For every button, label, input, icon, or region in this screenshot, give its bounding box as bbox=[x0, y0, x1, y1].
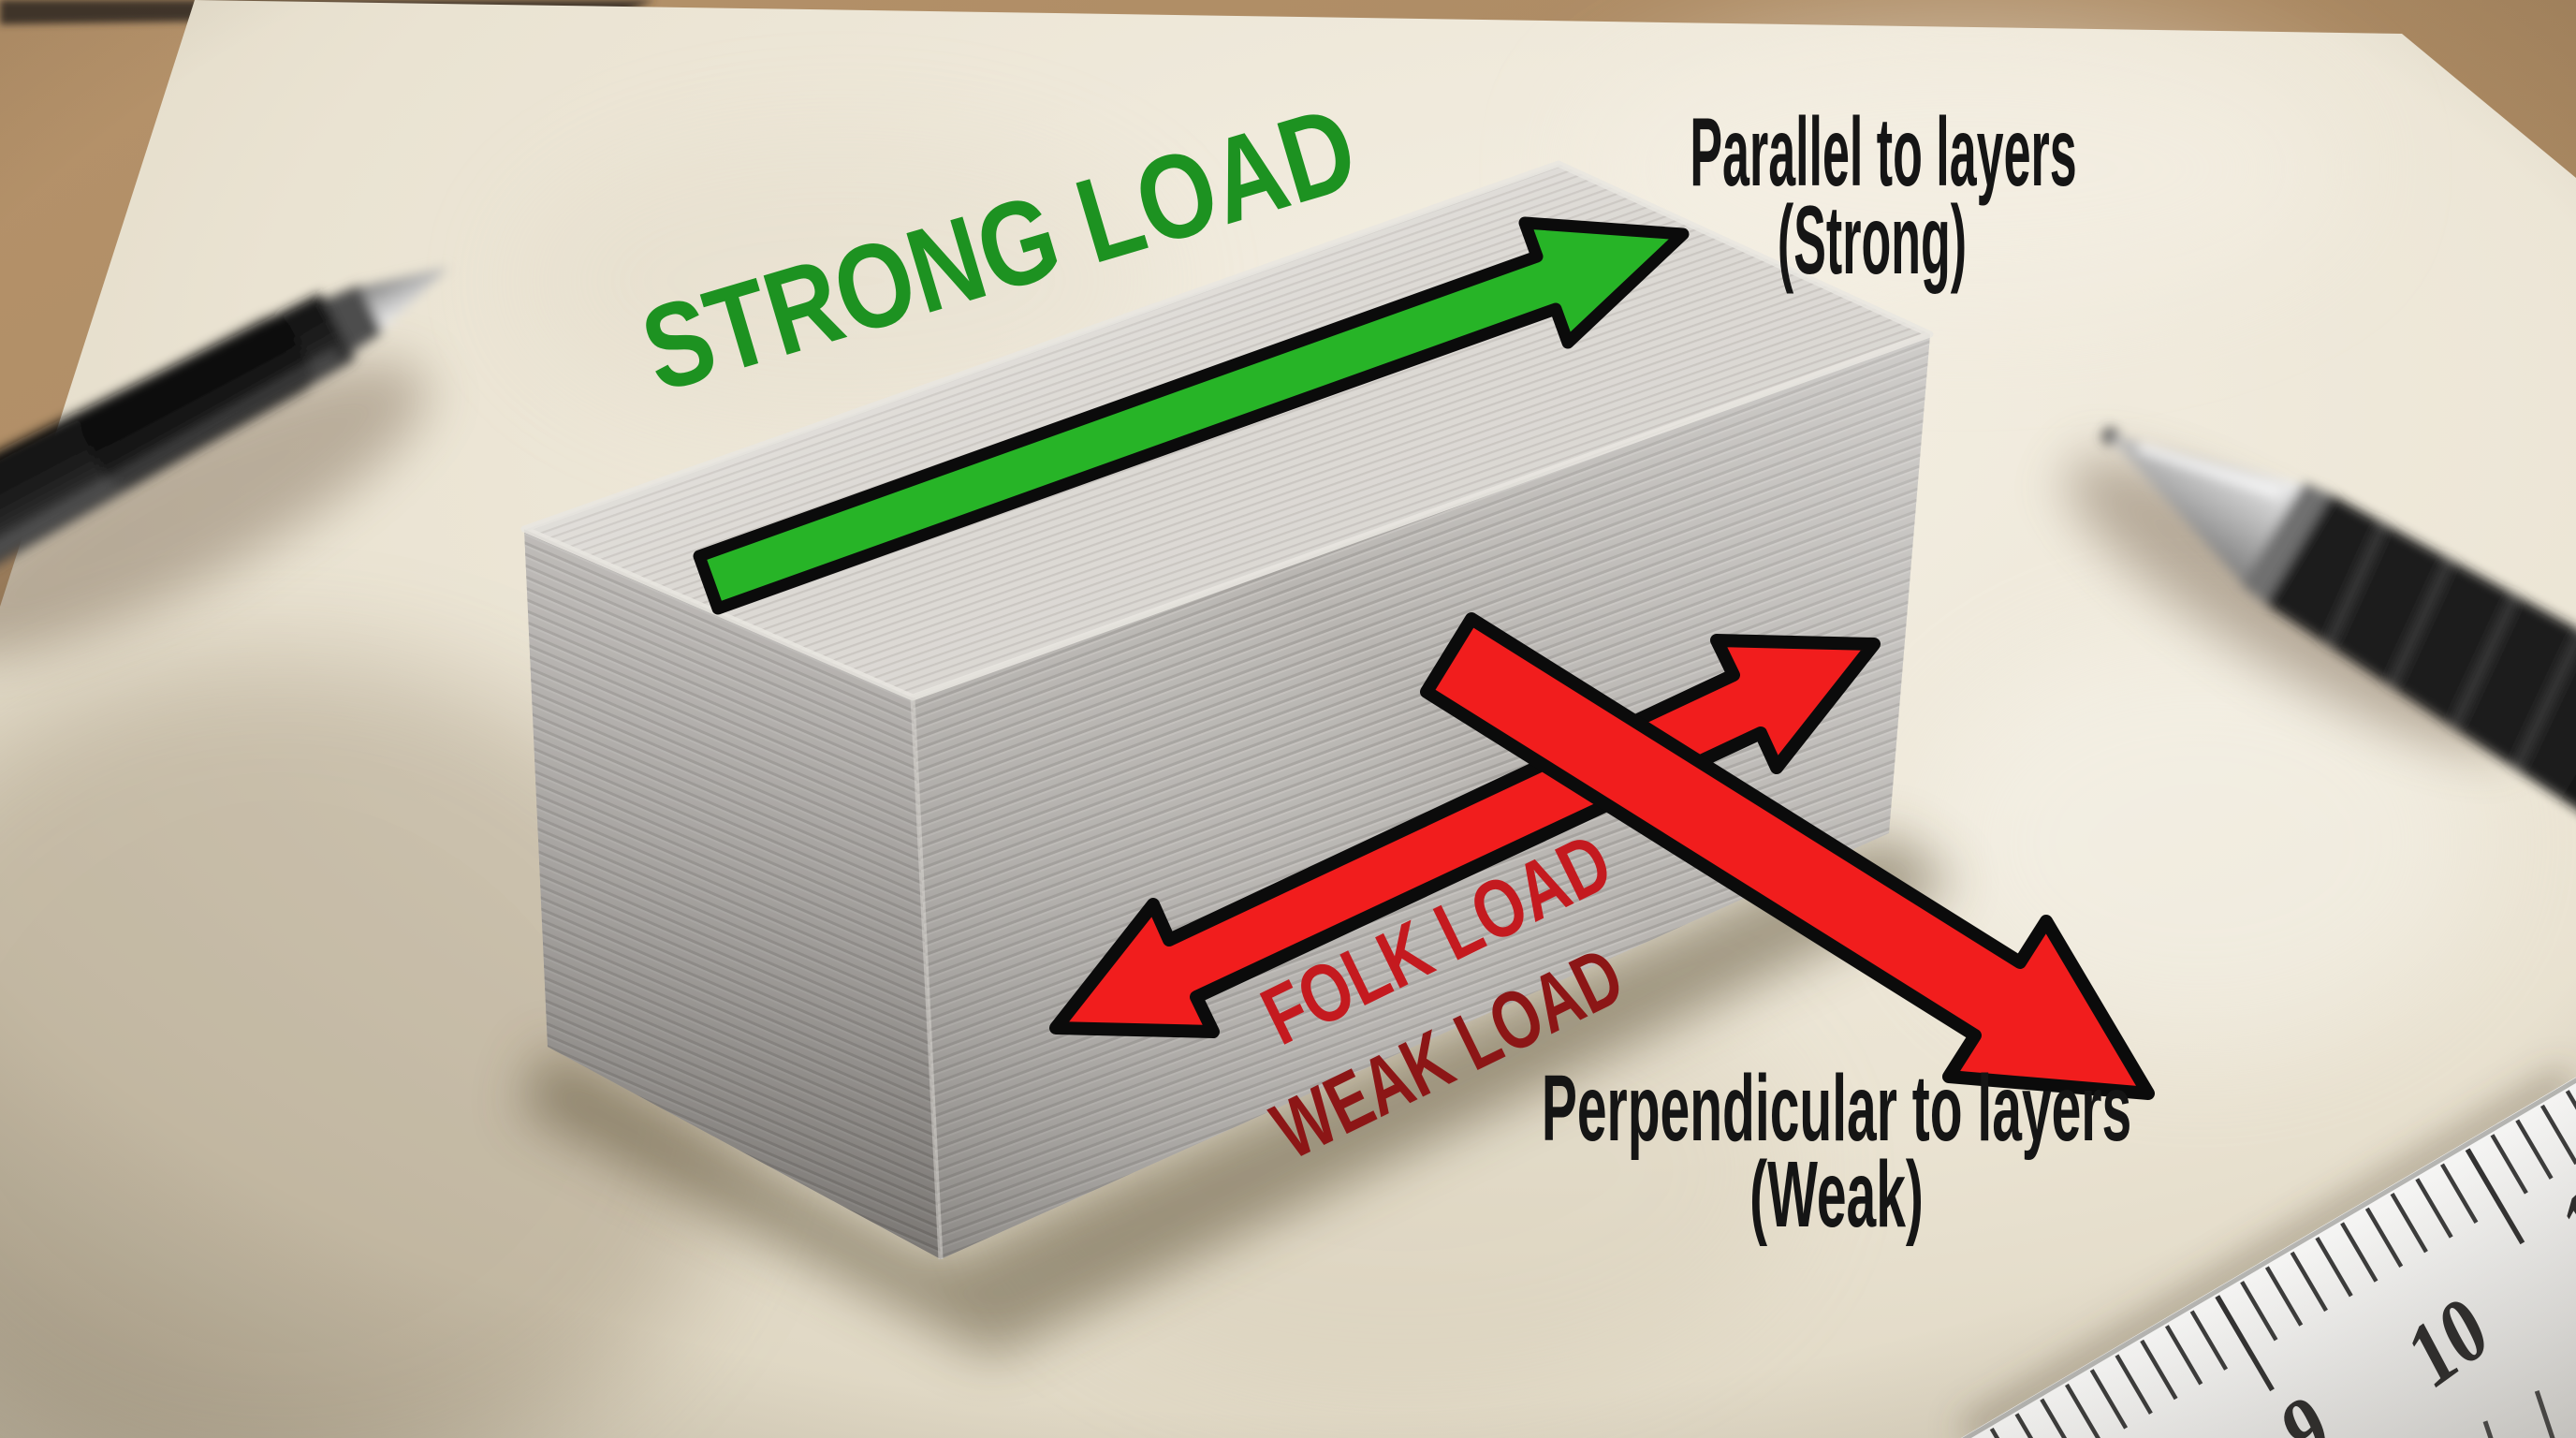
vignette-overlay bbox=[0, 0, 2576, 1438]
annotated-photo-3d-print-strength: STRONG LOAD Parallel to layers (Strong) … bbox=[0, 0, 2576, 1438]
